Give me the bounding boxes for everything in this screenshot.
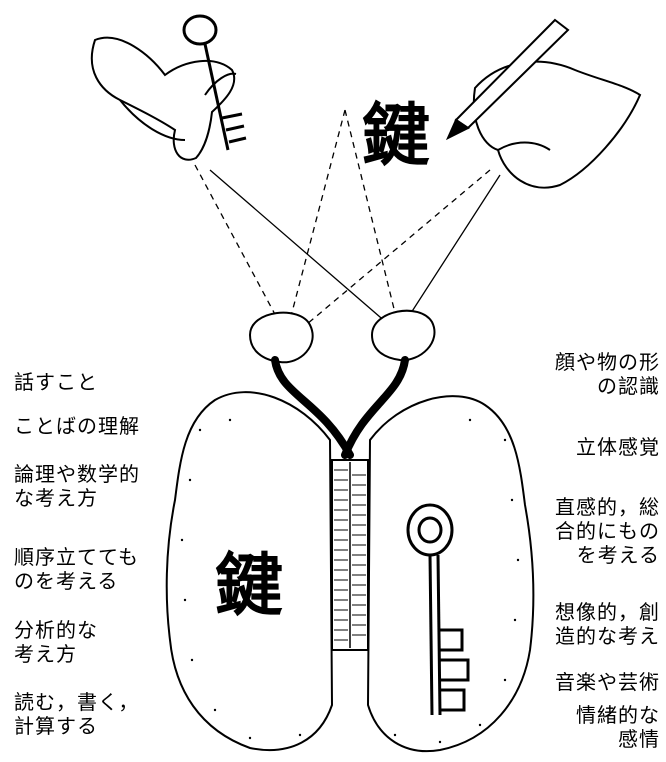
left-hand-icon bbox=[92, 38, 236, 160]
left-function-speech: 話すこと bbox=[14, 370, 98, 394]
left-function-logic: 論理や数学的 な考え方 bbox=[14, 462, 140, 510]
left-function-comprehension: ことばの理解 bbox=[14, 414, 140, 438]
kanji-top: 鍵 bbox=[362, 80, 430, 179]
eyes bbox=[250, 311, 434, 363]
right-function-intuitive: 直感的，総 合的にもの を考える bbox=[555, 495, 660, 567]
left-function-read-write: 読む，書く， 計算する bbox=[14, 690, 139, 738]
right-function-emotion: 情緒的な 感情 bbox=[576, 703, 660, 751]
left-function-sequential: 順序立てても のを考える bbox=[14, 545, 139, 593]
right-function-creative: 想像的，創 造的な考え bbox=[555, 600, 660, 648]
right-function-spatial: 立体感覚 bbox=[576, 435, 660, 459]
right-function-shape-recognition: 顔や物の形 の認識 bbox=[555, 350, 660, 398]
sight-lines bbox=[195, 110, 500, 330]
right-hemisphere bbox=[368, 396, 533, 751]
corpus-callosum bbox=[332, 460, 368, 650]
left-function-analytical: 分析的な 考え方 bbox=[14, 618, 98, 666]
right-function-music-art: 音楽や芸術 bbox=[555, 670, 660, 694]
kanji-left: 鍵 bbox=[215, 530, 283, 629]
